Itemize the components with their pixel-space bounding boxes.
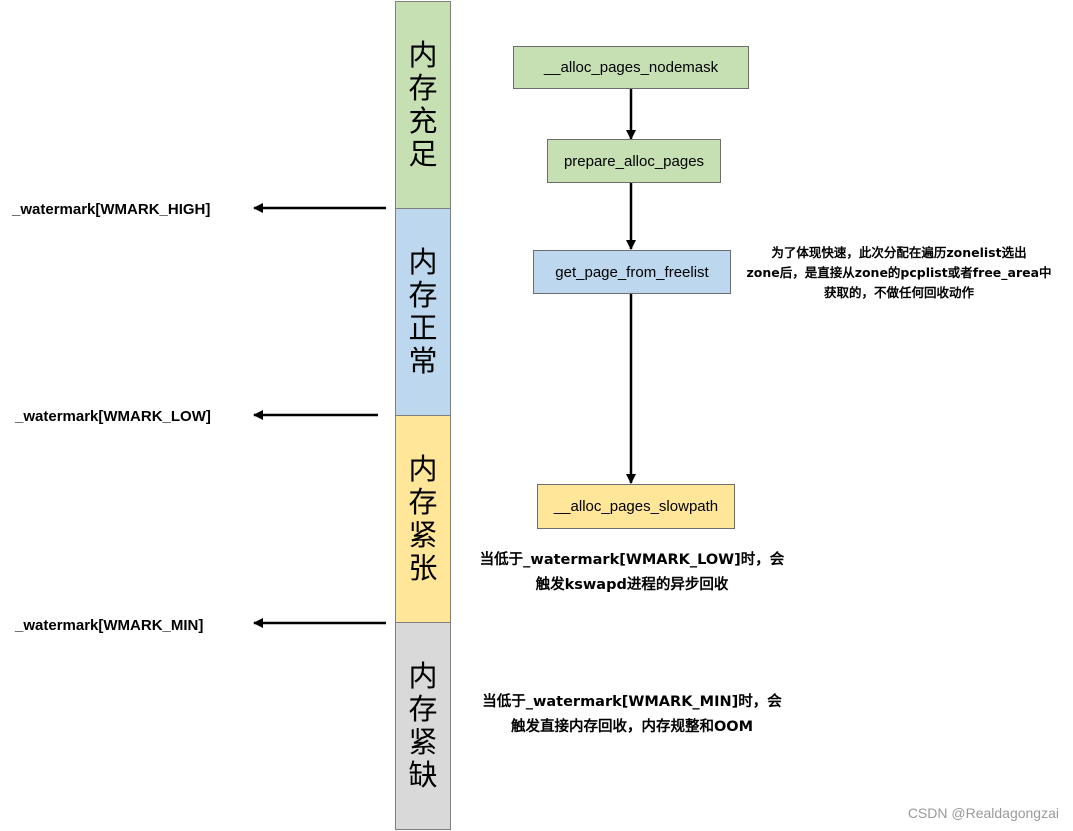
- note-watermark-min-line-1: 当低于_watermark[WMARK_MIN]时，会: [482, 694, 782, 710]
- box-get-page-from-freelist-label: get_page_from_freelist: [555, 263, 709, 281]
- note-watermark-low-line-2: 触发kswapd进程的异步回收: [535, 577, 729, 593]
- segment-memory-full-label: 内存充足: [408, 38, 438, 171]
- note-fast-path: 为了体现快速，此次分配在遍历zonelist选出 zone后，是直接从zone的…: [728, 243, 1070, 303]
- note-fast-path-line-1: 为了体现快速，此次分配在遍历zonelist选出: [771, 245, 1027, 260]
- box-get-page-from-freelist: get_page_from_freelist: [533, 250, 731, 294]
- box-prepare-alloc-pages-label: prepare_alloc_pages: [563, 152, 705, 170]
- segment-memory-shortage-label: 内存紧缺: [408, 659, 438, 792]
- box-alloc-pages-slowpath: __alloc_pages_slowpath: [537, 484, 735, 529]
- watermark-low-label: _watermark[WMARK_LOW]: [15, 408, 211, 425]
- note-watermark-min: 当低于_watermark[WMARK_MIN]时，会 触发直接内存回收，内存规…: [462, 690, 802, 740]
- note-watermark-low-line-1: 当低于_watermark[WMARK_LOW]时，会: [479, 552, 785, 568]
- note-watermark-min-line-2: 触发直接内存回收，内存规整和OOM: [510, 719, 754, 735]
- csdn-credit: CSDN @Realdagongzai: [907, 805, 1059, 821]
- segment-memory-tight: 内存紧张: [395, 415, 451, 623]
- segment-memory-tight-label: 内存紧张: [408, 452, 438, 585]
- segment-memory-normal: 内存正常: [395, 208, 451, 416]
- segment-memory-shortage: 内存紧缺: [395, 622, 451, 830]
- note-fast-path-line-2: zone后，是直接从zone的pcplist或者free_area中: [746, 265, 1052, 280]
- note-fast-path-line-3: 获取的，不做任何回收动作: [823, 285, 974, 300]
- note-watermark-low: 当低于_watermark[WMARK_LOW]时，会 触发kswapd进程的异…: [462, 548, 802, 598]
- segment-memory-full: 内存充足: [395, 1, 451, 209]
- watermark-min-label: _watermark[WMARK_MIN]: [15, 617, 204, 634]
- segment-memory-normal-label: 内存正常: [408, 245, 438, 378]
- box-alloc-pages-slowpath-label: __alloc_pages_slowpath: [553, 498, 719, 515]
- box-alloc-pages-nodemask: __alloc_pages_nodemask: [513, 46, 749, 89]
- box-prepare-alloc-pages: prepare_alloc_pages: [547, 139, 721, 183]
- box-alloc-pages-nodemask-label: __alloc_pages_nodemask: [543, 59, 719, 76]
- watermark-high-label: _watermark[WMARK_HIGH]: [12, 201, 211, 218]
